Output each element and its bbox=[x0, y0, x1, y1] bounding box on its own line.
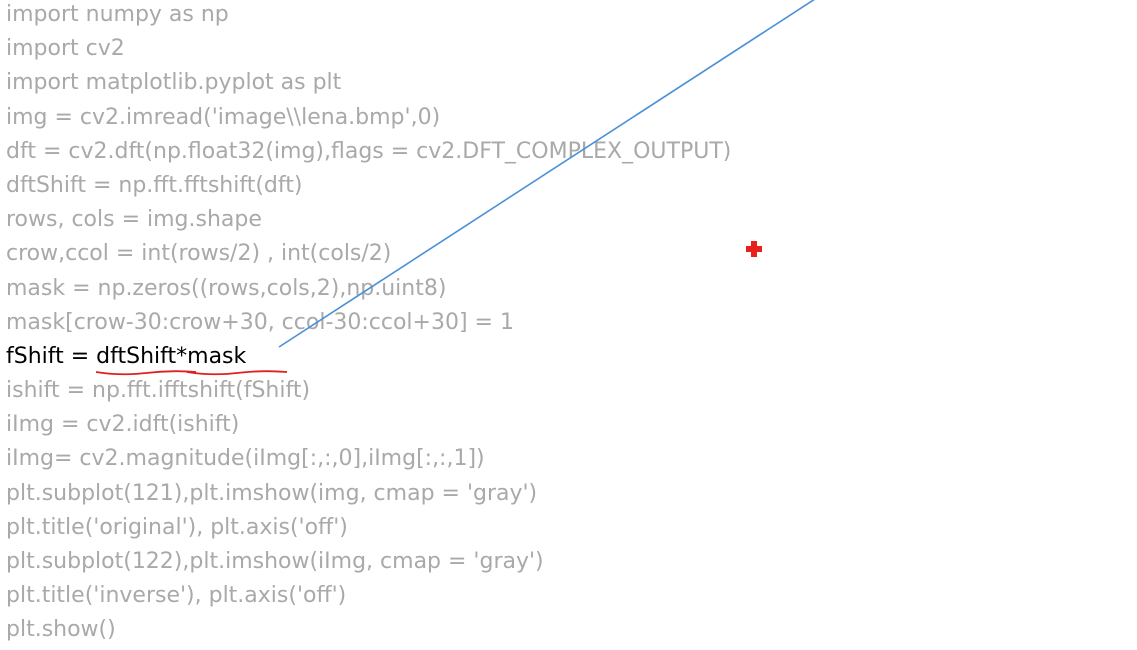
code-line-4: img = cv2.imread('image\\lena.bmp',0) bbox=[6, 104, 441, 130]
code-line-14: iImg= cv2.magnitude(iImg[:,:,0],iImg[:,:… bbox=[6, 446, 485, 472]
code-line-1: import numpy as np bbox=[6, 2, 229, 27]
code-line-13: iImg = cv2.idft(ishift) bbox=[6, 412, 240, 438]
code-line-7: rows, cols = img.shape bbox=[6, 207, 262, 233]
code-line-9: mask = np.zeros((rows,cols,2),np.uint8) bbox=[6, 275, 447, 301]
code-line-11-active: fShift = dftShift*mask bbox=[6, 342, 1126, 376]
token-mask-text: mask bbox=[187, 343, 247, 369]
code-line-19: plt.show() bbox=[6, 617, 116, 643]
code-line-11-operator: * bbox=[176, 343, 188, 369]
code-line-3: import matplotlib.pyplot as plt bbox=[6, 70, 342, 96]
code-line-17: plt.subplot(122),plt.imshow(iImg, cmap =… bbox=[6, 549, 544, 574]
code-line-10: mask[crow-30:crow+30, ccol-30:ccol+30] =… bbox=[6, 309, 514, 335]
underlined-token-dftshift: dftShift bbox=[96, 342, 197, 376]
code-line-2: import cv2 bbox=[6, 36, 125, 62]
code-line-15: plt.subplot(121),plt.imshow(img, cmap = … bbox=[6, 480, 538, 506]
code-line-11-prefix: fShift = bbox=[6, 343, 97, 369]
red-squiggle-underline-1 bbox=[96, 370, 197, 376]
code-line-12: ishift = np.fft.ifftshift(fShift) bbox=[6, 378, 311, 404]
code-block: import numpy as np import cv2 import mat… bbox=[6, 0, 1126, 650]
code-line-8: crow,ccol = int(rows/2) , int(cols/2) bbox=[6, 241, 392, 267]
red-squiggle-underline-2 bbox=[186, 370, 288, 376]
code-line-18: plt.title('inverse'), plt.axis('off') bbox=[6, 583, 347, 609]
token-dftshift-text: dftShift bbox=[96, 343, 177, 369]
underlined-token-mask: mask bbox=[186, 342, 288, 376]
code-line-6: dftShift = np.fft.fftshift(dft) bbox=[6, 172, 303, 198]
code-line-16: plt.title('original'), plt.axis('off') bbox=[6, 514, 348, 540]
code-line-5: dft = cv2.dft(np.float32(img),flags = cv… bbox=[6, 138, 732, 164]
